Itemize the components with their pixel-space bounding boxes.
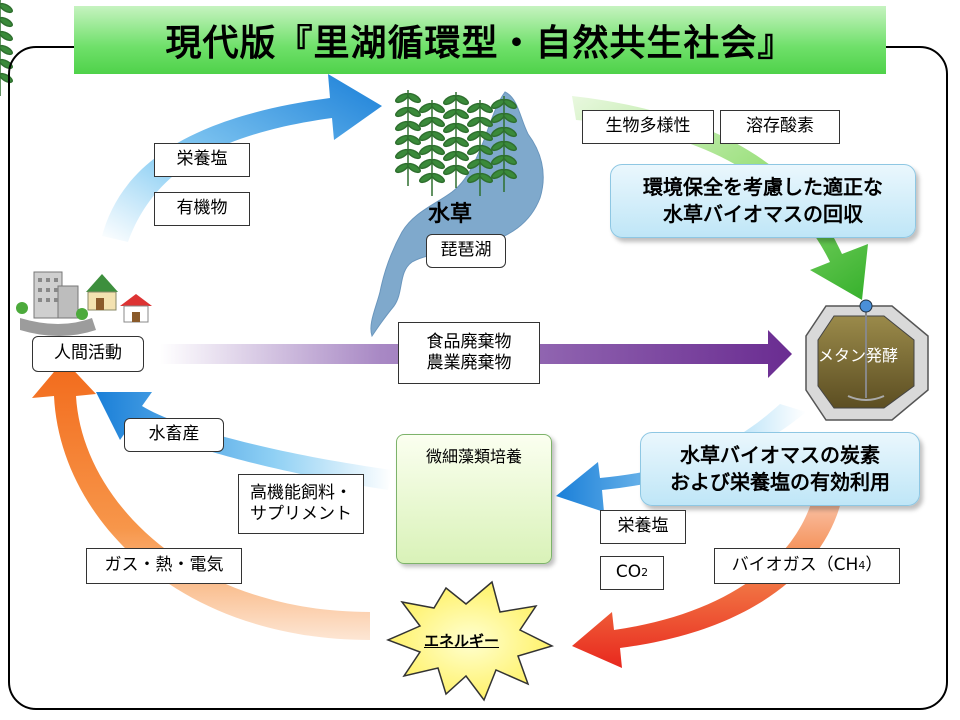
label-food-waste: 食品廃棄物: [426, 331, 512, 352]
label-feed-line-2: サプリメント: [250, 504, 352, 524]
callout-harvest: 環境保全を考慮した適正な 水草バイオマスの回収: [610, 164, 916, 238]
arrow-energy-to-human: [32, 360, 370, 640]
label-agri-waste: 農業廃棄物: [426, 353, 512, 373]
arrow-nutrient-to-algae: [556, 404, 806, 512]
label-biodiversity: 生物多様性: [582, 110, 714, 144]
methane-tank-icon: [805, 299, 929, 421]
lake-biwa-label: 琵琶湖: [426, 234, 506, 268]
water-plant-label: 水草: [428, 202, 473, 227]
node-microalgae: 微細藻類培養: [396, 434, 552, 564]
co2-main: CO: [615, 562, 642, 583]
node-methane-fermentation: メタン発酵: [818, 346, 899, 365]
energy-burst-shape: [386, 580, 555, 702]
label-nutrient-top: 栄養塩: [154, 143, 250, 177]
biogas-main: バイオガス（CH: [731, 555, 859, 576]
label-gas-heat-electricity: ガス・熱・電気: [86, 548, 242, 584]
co2-subscript: 2: [641, 566, 649, 580]
label-organic: 有機物: [154, 192, 250, 226]
arrow-nutrient-to-lake: [102, 74, 382, 242]
lake-biwa-shape: [370, 91, 544, 338]
node-energy: エネルギー: [424, 632, 500, 650]
callout-use: 水草バイオマスの炭素 および栄養塩の有効利用: [640, 432, 920, 506]
node-human-activity: 人間活動: [32, 336, 144, 372]
callout-harvest-line-1: 環境保全を考慮した適正な: [643, 175, 883, 199]
arrow-feed-to-human: [96, 392, 392, 490]
callout-use-line-2: および栄養塩の有効利用: [670, 470, 890, 494]
label-dissolved-oxygen: 溶存酸素: [720, 110, 840, 144]
biogas-subscript: 4: [858, 559, 866, 573]
microalgae-label: 微細藻類培養: [425, 447, 522, 466]
page-title: 現代版『里湖循環型・自然共生社会』: [74, 6, 886, 74]
label-feed-line-1: 高機能飼料・: [250, 482, 352, 503]
callout-harvest-line-2: 水草バイオマスの回収: [663, 202, 863, 226]
callout-use-line-1: 水草バイオマスの炭素: [680, 443, 880, 467]
label-feed-supplement: 高機能飼料・ サプリメント: [238, 474, 364, 534]
city-houses-icon: [16, 271, 152, 336]
label-livestock: 水畜産: [124, 418, 224, 452]
label-waste: 食品廃棄物 農業廃棄物: [398, 322, 540, 384]
biogas-end: ）: [865, 555, 883, 576]
label-nutrient-bottom: 栄養塩: [600, 510, 686, 544]
